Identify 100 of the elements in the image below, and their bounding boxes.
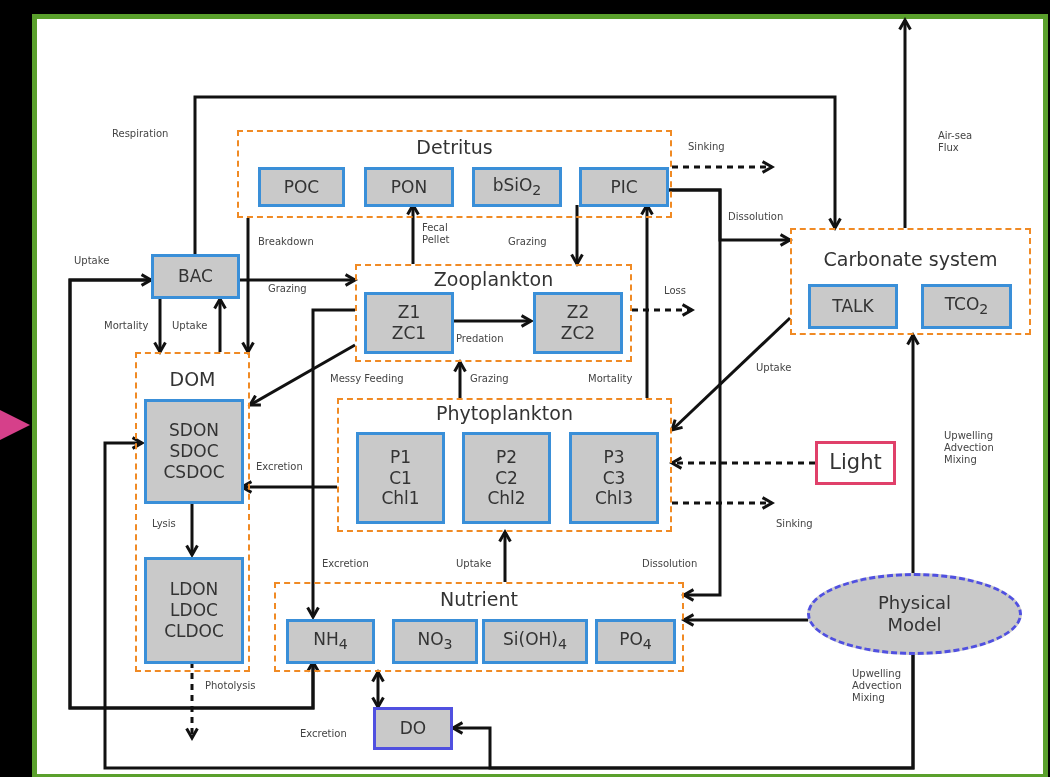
box-label: P1 C1 Chl1 [381,446,420,510]
box-label: POC [283,176,320,198]
arrow [570,205,584,266]
group-box [337,398,672,532]
variable-box [392,619,478,664]
arrow [371,670,385,709]
edge-label: Lysis [152,518,176,530]
edge-label: Grazing [470,373,509,385]
variable-box [364,167,454,207]
light-box [815,441,896,485]
group-box [790,228,1031,335]
variable-box [533,292,623,354]
box-label: P3 C3 Chl3 [594,446,634,510]
edge-label: Upwelling Advection Mixing [944,430,995,466]
variable-box [364,292,454,354]
edge-label: Grazing [268,283,307,295]
group-title: Phytoplankton [436,402,573,424]
edge-label: Upwelling Advection Mixing [852,668,903,704]
variable-box [144,557,244,664]
variable-box [462,432,551,524]
group-title: Nutrient [440,588,518,610]
variable-box [569,432,659,524]
variable-box [356,432,445,524]
group-box [274,582,684,672]
edge-label: Predation [456,333,504,345]
dashed-arrow [672,160,774,174]
edge-label: Photolysis [205,680,256,692]
arrow [898,18,912,228]
group-title: DOM [169,368,216,390]
edge-label: Excretion [322,558,369,570]
group-box [237,130,672,218]
edge-label: Uptake [756,362,792,374]
model-label: Physical Model [877,592,952,636]
variable-box [579,167,669,207]
box-label: TALK [832,296,874,317]
box-label: DO [399,718,427,739]
box-label: bSiO$_{2}$ [492,174,542,200]
box-label: PIC [610,176,638,198]
box-label: TCO$_{2}$ [944,294,989,319]
edge-label: Uptake [456,558,492,570]
arrow [153,299,167,354]
arrow [906,333,920,573]
box-label: PO$_{4}$ [619,629,652,654]
variable-box [373,707,453,750]
edge-label: Breakdown [258,236,314,248]
variable-box [808,284,898,329]
box-label: Light [829,450,882,476]
box-label: NO$_{3}$ [417,629,453,654]
box-label: Si(OH)$_{4}$ [503,629,567,654]
edge-label: Air-sea Flux [938,130,974,154]
arrow [667,188,722,602]
edge-label: Respiration [112,128,169,140]
dashed-arrow [632,303,694,317]
dashed-arrow [185,662,199,740]
arrow [103,436,915,770]
arrow [452,314,533,328]
group-title: Detritus [416,136,493,158]
arrow [453,360,467,398]
arrow [240,273,357,287]
box-label: BAC [178,266,213,287]
edge-label: Excretion [256,461,303,473]
group-title: Zooplankton [433,268,554,290]
edge-label: Sinking [688,141,725,153]
edge-label: Fecal Pellet [422,222,451,246]
edge-label: Excretion [300,728,347,740]
arrow [248,343,356,407]
edge-label: Uptake [172,320,208,332]
dashed-arrow [672,496,774,510]
edge-label: Dissolution [728,211,784,223]
edge-label: Grazing [508,236,547,248]
edge-label: Mortality [588,373,633,385]
edge-label: Mortality [104,320,149,332]
arrow [213,297,227,352]
arrow [670,316,792,432]
edge-label: Uptake [74,255,110,267]
arrow [241,218,255,354]
variable-box [595,619,676,664]
variable-box [472,167,562,207]
variable-box [258,167,345,207]
arrow [682,613,809,627]
box-label: Z2 ZC2 [560,302,596,344]
box-label: Z1 ZC1 [391,302,427,344]
variable-box [151,254,240,299]
box-label: NH$_{4}$ [313,629,348,654]
arrow [498,530,512,582]
box-label: SDON SDOC CSDOC [163,420,225,483]
dashed-arrow [670,456,815,470]
edge-label: Messy Feeding [330,373,404,385]
edge-label: Sinking [776,518,813,530]
arrow [306,308,355,619]
group-title: Carbonate system [823,248,998,270]
group-box [135,352,250,672]
arrow [185,502,199,557]
variable-box [286,619,375,664]
box-label: LDON LDOC CLDOC [164,579,224,642]
arrow [193,95,842,254]
variable-box [144,399,244,504]
variable-box [482,619,588,664]
edge-label: Dissolution [642,558,698,570]
box-label: PON [390,176,428,198]
